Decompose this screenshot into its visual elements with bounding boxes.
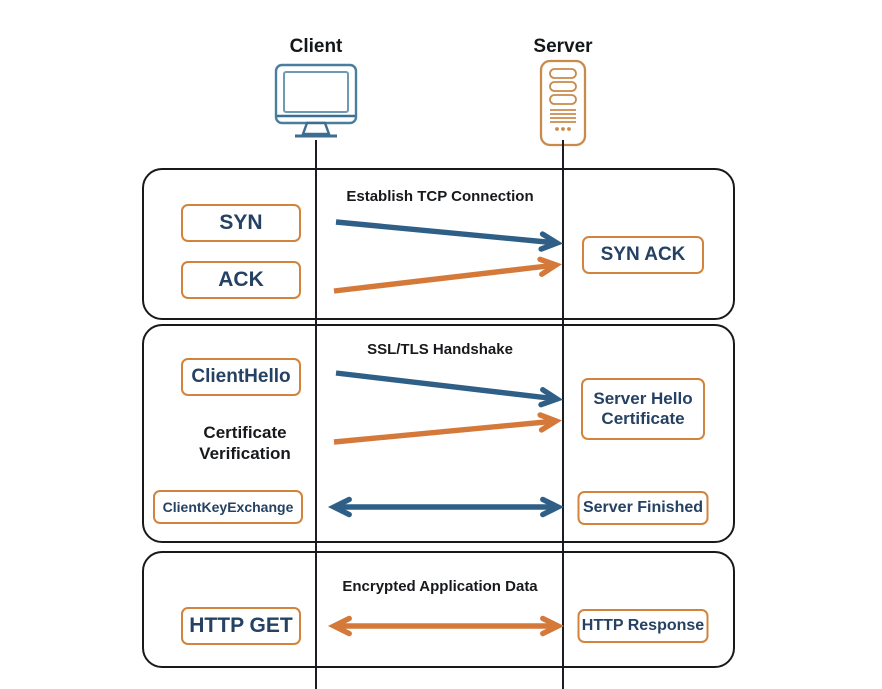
message-box-syn-ack: SYN ACK xyxy=(582,236,704,274)
message-box-http-get: HTTP GET xyxy=(181,607,301,645)
server-lifeline xyxy=(562,140,564,689)
message-box-server-finished: Server Finished xyxy=(577,491,709,525)
phase-box-tls xyxy=(142,324,735,543)
phase-box-data xyxy=(142,551,735,668)
message-box-server-hello-certificate: Server Hello Certificate xyxy=(581,378,705,440)
desktop-monitor-icon xyxy=(273,62,359,145)
phase-title-tls: SSL/TLS Handshake xyxy=(367,341,513,358)
message-box-http-response: HTTP Response xyxy=(577,609,709,643)
phase-title-data: Encrypted Application Data xyxy=(342,578,538,595)
message-box-ack: ACK xyxy=(181,261,301,299)
message-box-client-key-exchange: ClientKeyExchange xyxy=(153,490,303,524)
phase-title-tcp: Establish TCP Connection xyxy=(346,188,534,205)
client-actor-label: Client xyxy=(289,36,343,57)
server-tower-icon xyxy=(538,58,588,153)
message-box-syn: SYN xyxy=(181,204,301,242)
note-certificate-verification: Certificate Verification xyxy=(199,422,291,463)
client-lifeline xyxy=(315,140,317,689)
phase-box-tcp xyxy=(142,168,735,320)
server-actor-label: Server xyxy=(533,36,593,57)
message-box-client-hello: ClientHello xyxy=(181,358,301,396)
